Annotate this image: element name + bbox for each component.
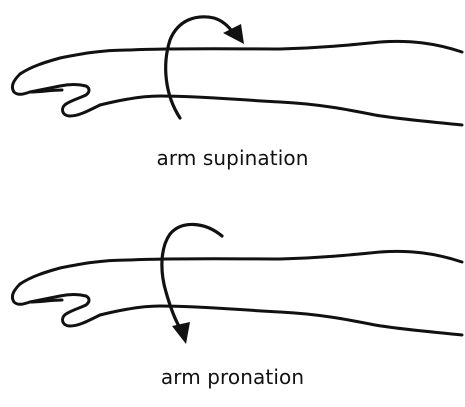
forearm-illustration <box>0 210 465 360</box>
supination-figure: arm supination <box>0 0 465 200</box>
rotation-arrow-icon <box>166 17 244 118</box>
supination-caption: arm supination <box>0 146 465 170</box>
pronation-figure: arm pronation <box>0 210 465 407</box>
rotation-arrow-icon <box>162 224 222 344</box>
forearm-illustration <box>0 0 465 140</box>
pronation-caption: arm pronation <box>0 365 465 389</box>
